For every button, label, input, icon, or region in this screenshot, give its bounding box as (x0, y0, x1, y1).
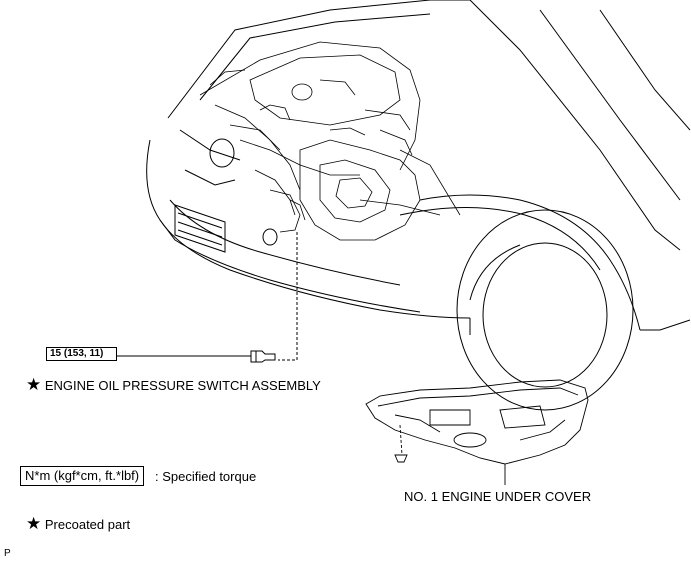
precoat-legend-star-icon: ★ (26, 514, 42, 533)
oil-pressure-switch-callout (117, 232, 298, 363)
under-cover-part (365, 379, 589, 485)
under-cover-label: NO. 1 ENGINE UNDER COVER (404, 489, 592, 504)
precoat-legend-row: ★ Precoated part (26, 515, 130, 532)
engine-assembly (199, 41, 461, 241)
oil-switch-label-row: ★ ENGINE OIL PRESSURE SWITCH ASSEMBLY (26, 376, 321, 393)
oil-pressure-switch-label: ENGINE OIL PRESSURE SWITCH ASSEMBLY (44, 378, 321, 393)
precoat-legend-desc: Precoated part (44, 517, 131, 532)
torque-legend-box: N*m (kgf*cm, ft.*lbf) (20, 466, 145, 486)
torque-legend-desc: : Specified torque (155, 469, 257, 484)
precoat-star-icon: ★ (26, 375, 42, 394)
car-body-outline (146, 0, 691, 411)
torque-spec-box: 15 (153, 11) (46, 347, 117, 361)
corner-mark: P (4, 548, 11, 559)
